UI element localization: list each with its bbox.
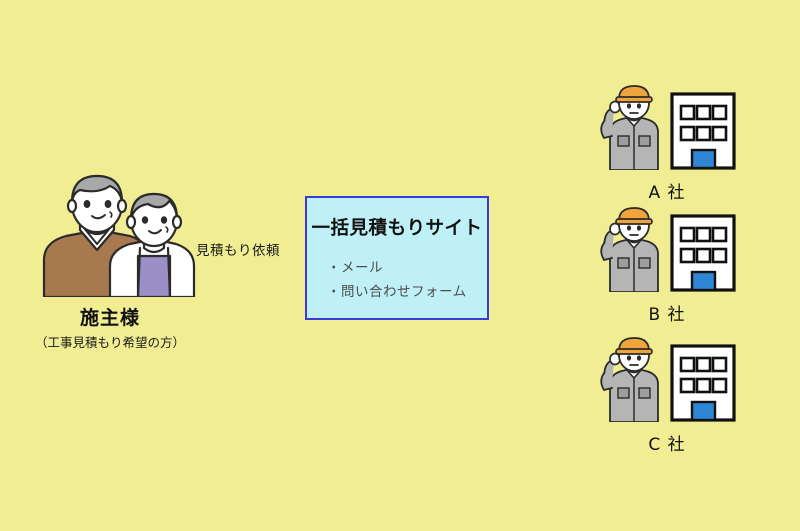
company-label-c: C 社 [648,435,686,455]
construction-worker-icon [600,207,659,292]
owner-title: 施主様 [79,307,140,329]
list-item: ・メール [327,260,383,276]
owner-group: 施主様 （工事見積もり希望の方） [22,172,198,351]
construction-worker-icon [600,85,659,170]
elderly-couple-icon [42,174,196,297]
company-label-b: B 社 [648,305,686,325]
company-label-a: A 社 [648,183,686,203]
company-icon-a [600,85,736,170]
site-box-title: 一括見積もりサイト [311,218,483,239]
estimate-site-box: 一括見積もりサイト ・メール ・問い合わせフォーム [305,196,489,320]
office-building-icon [670,214,736,292]
office-building-icon [670,344,736,422]
owner-subtitle: （工事見積もり希望の方） [34,335,185,350]
company-icon-c [600,337,736,422]
company-icon-b [600,207,736,292]
company-group-c: C 社 [592,336,742,455]
request-flow-label: 見積もり依頼 [196,243,280,259]
company-group-a: A 社 [592,84,742,203]
list-item: ・問い合わせフォーム [327,283,467,300]
construction-worker-icon [600,337,659,422]
company-group-b: B 社 [592,206,742,325]
site-box-channel-list: ・メール ・問い合わせフォーム [307,257,487,304]
office-building-icon [670,92,736,170]
